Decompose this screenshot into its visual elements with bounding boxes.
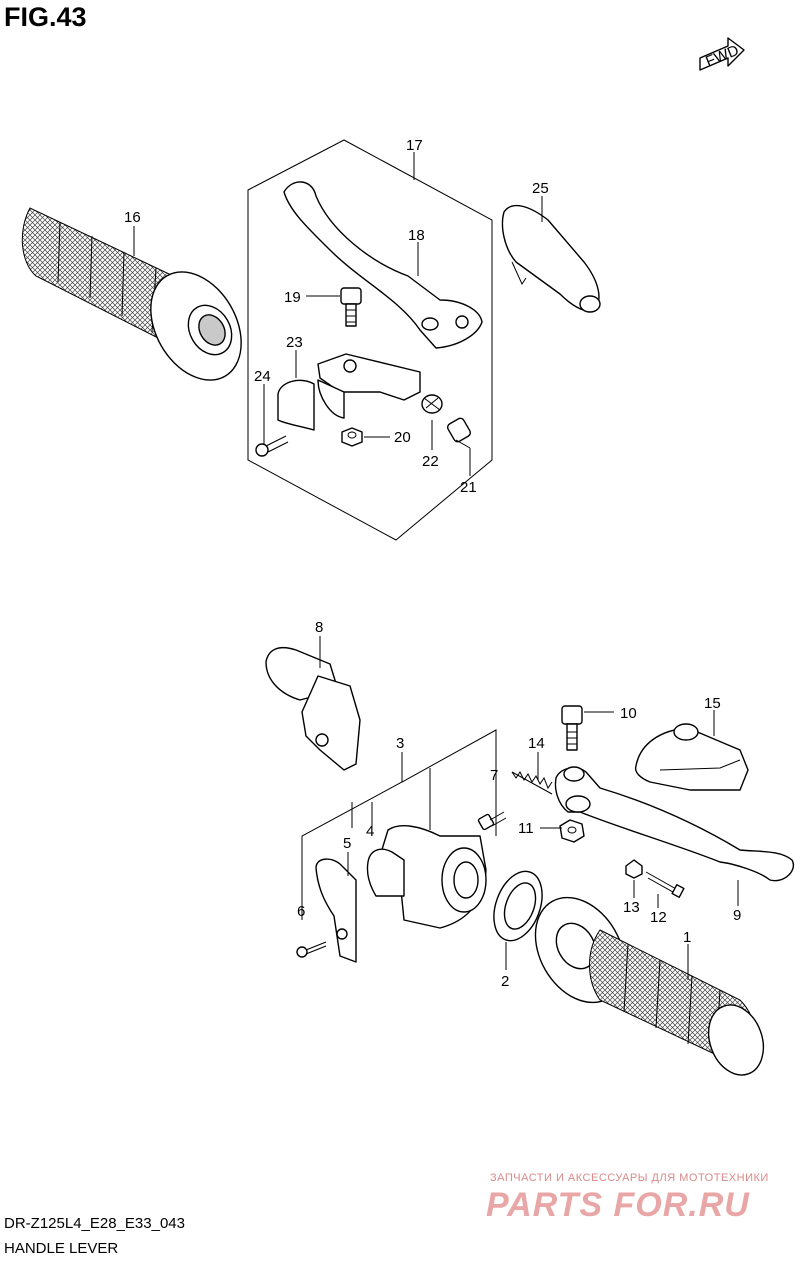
assembly-17-boundary	[247, 139, 493, 541]
screw-part-6	[296, 941, 327, 958]
callout-labels: 17 16 25 18 19 23 24 20 22 21 8 10 15 14…	[124, 137, 741, 990]
callout-20: 20	[394, 429, 411, 446]
callout-12: 12	[650, 909, 667, 926]
callout-10: 10	[620, 705, 637, 722]
callout-7: 7	[490, 767, 498, 784]
callout-1: 1	[683, 929, 691, 946]
nut-part-20	[341, 427, 363, 447]
callout-4: 4	[366, 823, 374, 840]
callout-17: 17	[406, 137, 423, 154]
lever-holder-part-23	[277, 353, 421, 431]
adjuster-part-22	[421, 394, 443, 414]
callout-24: 24	[254, 368, 271, 385]
clutch-lever-part-9	[554, 766, 795, 882]
watermark-tagline: ЗАПЧАСТИ И АКСЕССУАРЫ ДЛЯ МОТОТЕХНИКИ	[490, 1172, 769, 1184]
figure-title: FIG.43	[4, 2, 87, 32]
fwd-label: FWD	[703, 42, 741, 71]
callout-5: 5	[343, 835, 351, 852]
lever-boot-part-25	[501, 204, 601, 313]
callout-14: 14	[528, 735, 545, 752]
screw-part-24	[255, 435, 289, 457]
diagram-name: HANDLE LEVER	[4, 1240, 119, 1257]
callout-9: 9	[733, 907, 741, 924]
callout-15: 15	[704, 695, 721, 712]
diagram-code: DR-Z125L4_E28_E33_043	[4, 1215, 185, 1232]
leader-lines	[133, 152, 739, 980]
throttle-tube-part-2	[493, 870, 543, 942]
left-grip-part-16	[21, 207, 242, 381]
callout-22: 22	[422, 453, 439, 470]
callout-2: 2	[501, 973, 509, 990]
plate-part-5	[315, 858, 357, 963]
callout-11: 11	[518, 820, 534, 837]
cable-guide-part-8	[265, 646, 361, 771]
screw-part-7	[477, 811, 507, 831]
bolt-part-12	[645, 871, 685, 898]
adjuster-part-13	[625, 859, 643, 879]
watermark-brand: PARTS FOR.RU	[486, 1186, 750, 1224]
callout-19: 19	[284, 289, 301, 306]
nut-part-11	[559, 819, 585, 843]
callout-23: 23	[286, 334, 303, 351]
callout-16: 16	[124, 209, 141, 226]
fwd-arrow-icon: FWD	[699, 37, 745, 71]
callout-13: 13	[623, 899, 640, 916]
callout-25: 25	[532, 180, 549, 197]
callout-8: 8	[315, 619, 323, 636]
lever-bolt-part-10	[561, 705, 583, 751]
callout-6: 6	[297, 903, 305, 920]
callout-3: 3	[396, 735, 404, 752]
lever-cover-part-15	[634, 723, 749, 791]
callout-21: 21	[460, 479, 477, 496]
callout-18: 18	[408, 227, 425, 244]
brake-lever-part-18	[283, 181, 483, 349]
right-grip-part-1	[534, 896, 765, 1076]
lever-bolt-part-19	[340, 287, 362, 327]
throttle-housing-part-4	[366, 825, 487, 929]
adjuster-bolt-part-21	[446, 417, 472, 449]
spring-part-14	[511, 771, 553, 795]
